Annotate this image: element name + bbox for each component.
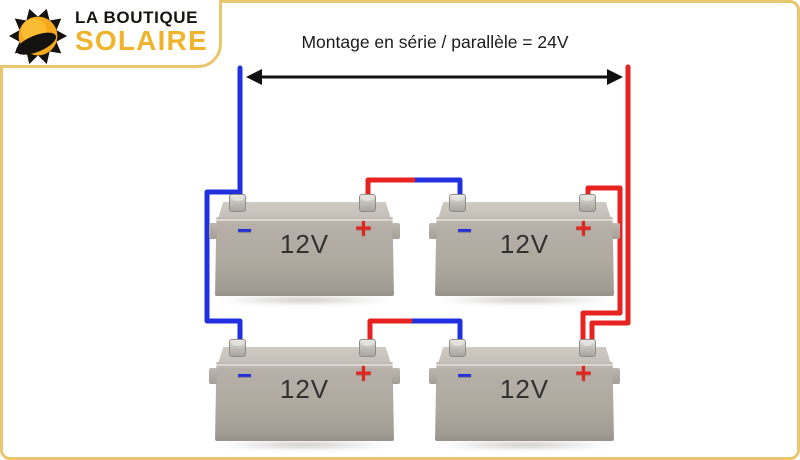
battery-front-face — [435, 362, 614, 441]
battery-shadow — [436, 295, 613, 305]
battery-front-face — [435, 217, 614, 296]
arrowhead-left — [246, 69, 262, 85]
logo-line1: LA BOUTIQUE — [75, 8, 199, 27]
battery-top-face — [438, 347, 611, 364]
minus-sign: − — [237, 360, 253, 390]
battery-side-tab — [392, 368, 400, 384]
positive-terminal — [579, 339, 596, 357]
voltage-span-arrow — [246, 69, 623, 85]
battery-side-tab — [612, 368, 620, 384]
battery-side-tab — [429, 223, 437, 239]
minus-sign: − — [457, 215, 473, 245]
battery-4: − + 12V — [429, 339, 620, 450]
positive-terminal — [359, 194, 376, 212]
battery-voltage-label: 12V — [499, 229, 550, 259]
battery-shadow — [216, 295, 393, 305]
minus-sign: − — [237, 215, 253, 245]
positive-parallel-wire — [580, 185, 623, 353]
plus-sign: + — [575, 213, 592, 245]
battery-shadow — [436, 440, 613, 450]
battery-3: − + 12V — [209, 339, 400, 450]
negative-terminal — [449, 194, 466, 212]
negative-terminal — [229, 339, 246, 357]
battery-top-face — [218, 347, 391, 364]
positive-bus-wire — [589, 64, 631, 353]
battery-side-tab — [392, 223, 400, 239]
battery-top-face — [218, 202, 391, 219]
battery-side-tab — [429, 368, 437, 384]
battery-shadow — [216, 440, 393, 450]
battery-side-tab — [209, 368, 217, 384]
plus-sign: + — [575, 358, 592, 390]
plus-sign: + — [355, 358, 372, 390]
logo-line2: SOLAIRE — [75, 25, 208, 56]
negative-terminal — [229, 194, 246, 212]
plus-sign: + — [355, 213, 372, 245]
positive-terminal — [359, 339, 376, 357]
logo: LA BOUTIQUE SOLAIRE — [0, 0, 222, 68]
positive-terminal — [579, 194, 596, 212]
minus-sign: − — [457, 360, 473, 390]
battery-voltage-label: 12V — [499, 374, 550, 404]
battery-2: − + 12V — [429, 194, 620, 305]
battery-side-tab — [209, 223, 217, 239]
battery-voltage-label: 12V — [279, 229, 330, 259]
battery-voltage-label: 12V — [279, 374, 330, 404]
negative-terminal — [449, 339, 466, 357]
negative-parallel-wire — [204, 189, 243, 355]
sun-icon — [7, 4, 69, 66]
battery-side-tab — [612, 223, 620, 239]
battery-top-face — [438, 202, 611, 219]
battery-front-face — [215, 217, 394, 296]
arrowhead-right — [607, 69, 623, 85]
battery-front-face — [215, 362, 394, 441]
logo-text: LA BOUTIQUE SOLAIRE — [75, 9, 208, 55]
battery-1: − + 12V — [209, 194, 400, 305]
diagram-title: Montage en série / parallèle = 24V — [301, 32, 569, 52]
